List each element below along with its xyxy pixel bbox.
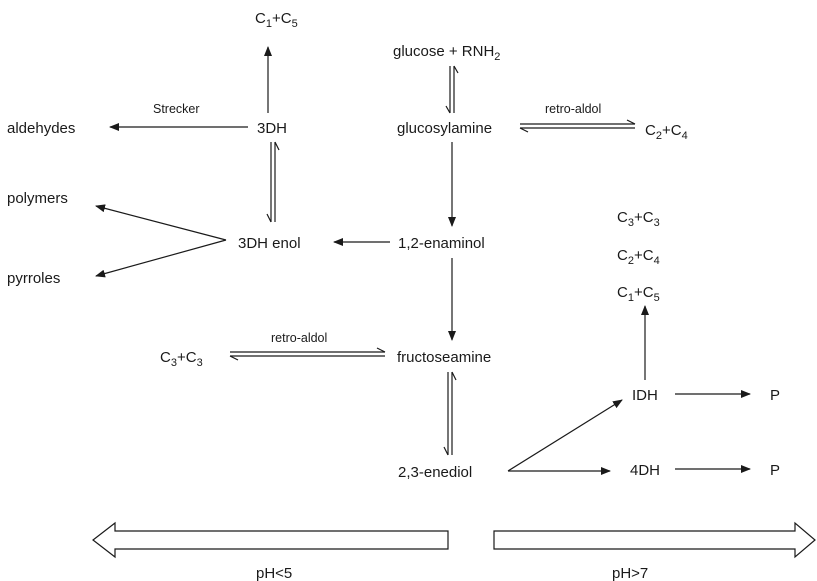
- node-c1-c5-right: C1+C5: [617, 284, 660, 304]
- node-glucosylamine: glucosylamine: [397, 120, 492, 137]
- equilibrium-glucose-glucosylamine: [445, 65, 459, 114]
- ph-acid-arrow: [92, 521, 449, 559]
- equilibrium-c3c3-fructoseamine: [229, 347, 386, 361]
- node-aldehydes: aldehydes: [7, 120, 75, 137]
- arrow-enediol-to-idh: [507, 399, 623, 472]
- node-glucose-rnh2: glucose + RNH2: [393, 43, 500, 63]
- edge-label-retro-aldol-top: retro-aldol: [545, 102, 601, 116]
- node-c1-c5-top: C1+C5: [255, 10, 298, 30]
- node-c2-c4-top: C2+C4: [645, 122, 688, 142]
- node-fructoseamine: fructoseamine: [397, 349, 491, 366]
- node-polymers: polymers: [7, 190, 68, 207]
- node-idh: IDH: [632, 387, 658, 404]
- node-2-3-enediol: 2,3-enediol: [398, 464, 472, 481]
- node-p-lower: P: [770, 462, 780, 479]
- node-pyrroles: pyrroles: [7, 270, 60, 287]
- node-4dh: 4DH: [630, 462, 660, 479]
- equilibrium-fructoseamine-enediol: [443, 371, 457, 456]
- edge-label-retro-aldol-left: retro-aldol: [271, 331, 327, 345]
- node-p-upper: P: [770, 387, 780, 404]
- node-c3-c3-left: C3+C3: [160, 349, 203, 369]
- arrow-3dh-enol-to-pyrroles: [95, 239, 227, 278]
- node-3dh: 3DH: [257, 120, 287, 137]
- node-3dh-enol: 3DH enol: [238, 235, 301, 252]
- ph-base-arrow: [493, 521, 816, 559]
- equilibrium-glucosylamine-c2c4: [519, 119, 636, 133]
- node-c2-c4-right: C2+C4: [617, 247, 660, 267]
- ph-acid-label: pH<5: [256, 565, 292, 581]
- arrow-3dh-enol-to-polymers: [95, 204, 227, 241]
- node-1-2-enaminol: 1,2-enaminol: [398, 235, 485, 252]
- edge-label-strecker: Strecker: [153, 102, 200, 116]
- ph-base-label: pH>7: [612, 565, 648, 581]
- equilibrium-3dh-3dh-enol: [266, 141, 280, 223]
- node-c3-c3-right: C3+C3: [617, 209, 660, 229]
